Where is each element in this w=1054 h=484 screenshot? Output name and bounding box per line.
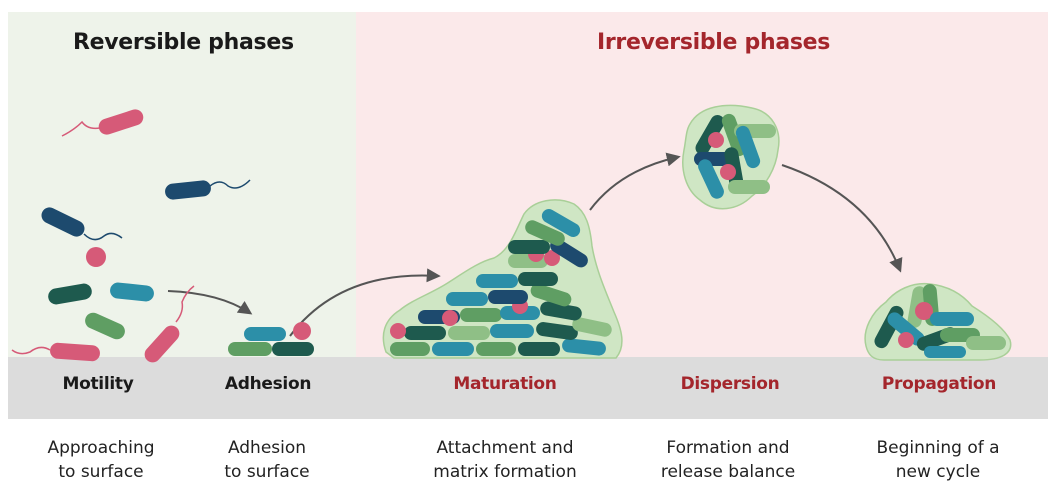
stage-description-adhesion: Adhesion to surface xyxy=(172,436,362,484)
coccus-icon xyxy=(442,310,458,326)
bacterium-icon xyxy=(404,326,446,340)
bacterium-icon xyxy=(476,274,518,288)
description-line: Beginning of a xyxy=(843,436,1033,460)
stage-label-maturation: Maturation xyxy=(420,374,590,394)
coccus-icon xyxy=(708,132,724,148)
bacterium-icon xyxy=(244,327,286,341)
bacterium-icon xyxy=(228,342,272,356)
bacterium-icon xyxy=(508,240,550,254)
description-line: Adhesion xyxy=(172,436,362,460)
bacterium-icon xyxy=(390,342,430,356)
description-line: Attachment and xyxy=(410,436,600,460)
stage-label-motility: Motility xyxy=(13,374,183,394)
bacterium-icon xyxy=(476,342,516,356)
stage-description-maturation: Attachment and matrix formation xyxy=(410,436,600,484)
bacterium-icon xyxy=(446,292,488,306)
stage-description-propagation: Beginning of a new cycle xyxy=(843,436,1033,484)
reversible-phases-heading: Reversible phases xyxy=(73,30,294,55)
bacterium-icon xyxy=(490,324,534,338)
stage-description-dispersion: Formation and release balance xyxy=(633,436,823,484)
description-line: Approaching xyxy=(6,436,196,460)
stage-label-dispersion: Dispersion xyxy=(645,374,815,394)
bacterium-icon xyxy=(966,336,1006,350)
description-line: release balance xyxy=(633,460,823,484)
description-line: to surface xyxy=(6,460,196,484)
coccus-icon xyxy=(898,332,914,348)
bacterium-icon xyxy=(272,342,314,356)
coccus-icon xyxy=(293,322,311,340)
description-line: to surface xyxy=(172,460,362,484)
irreversible-phases-heading: Irreversible phases xyxy=(597,30,830,55)
description-line: matrix formation xyxy=(410,460,600,484)
stage-label-propagation: Propagation xyxy=(854,374,1024,394)
bacterium-icon xyxy=(518,342,560,356)
coccus-icon xyxy=(390,323,406,339)
stage-description-motility: Approaching to surface xyxy=(6,436,196,484)
bacterium-icon xyxy=(448,326,490,340)
bacterium-icon xyxy=(930,312,974,326)
bacterium-icon xyxy=(460,308,502,322)
bacterium-icon xyxy=(488,290,528,304)
description-line: new cycle xyxy=(843,460,1033,484)
bacterium-icon xyxy=(432,342,474,356)
bacterium-icon xyxy=(518,272,558,286)
bacterium-icon xyxy=(924,346,966,358)
coccus-icon xyxy=(86,247,106,267)
coccus-icon xyxy=(720,164,736,180)
description-line: Formation and xyxy=(633,436,823,460)
stage-label-adhesion: Adhesion xyxy=(183,374,353,394)
bacterium-icon xyxy=(728,180,770,194)
